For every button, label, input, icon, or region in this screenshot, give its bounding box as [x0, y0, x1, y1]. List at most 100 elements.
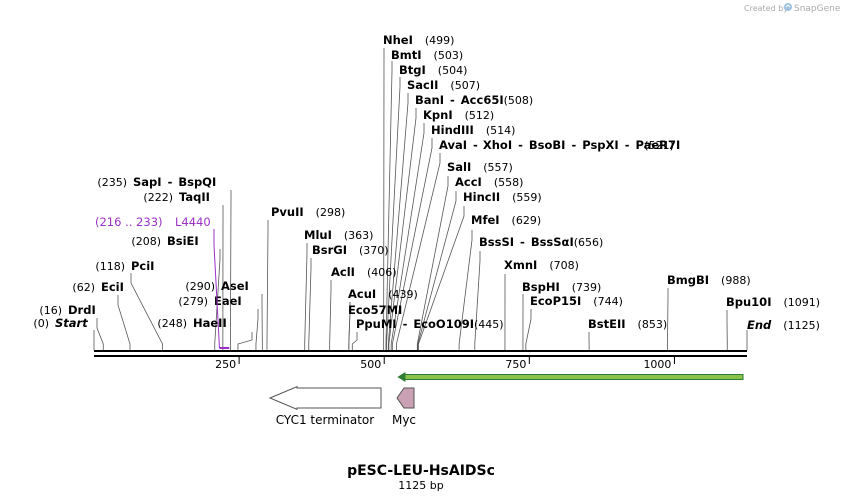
site-name: EaeI [214, 294, 242, 308]
leader-kpni [390, 123, 425, 350]
site-name: KpnI [423, 108, 453, 122]
feature-label: CYC1 terminator [276, 413, 375, 427]
site-bpu10i[interactable]: Bpu10I (1091) [726, 295, 820, 309]
ruler-label: 750 [505, 358, 526, 371]
site-bmti[interactable]: BmtI(503) [391, 48, 463, 62]
site-ecop15i[interactable]: EcoP15I(744) [530, 294, 623, 308]
site-name: BsrGI [312, 243, 347, 257]
site-position: (290) [185, 280, 215, 293]
site-name: AclI [331, 265, 355, 279]
site-position: (739) [572, 281, 602, 294]
site-xmni[interactable]: XmnI(708) [504, 258, 579, 272]
site-position: (521) [644, 139, 674, 152]
primer-l4440[interactable]: (216 .. 233)L4440 [95, 215, 230, 349]
site-name: NheI [383, 33, 413, 47]
site-ppumi-ecoo109i[interactable]: PpuMI-EcoO109I(445) [356, 317, 504, 331]
plasmid-name: pESC-LEU-HsAIDSc [347, 463, 495, 479]
site-name: SapI-BspQI [133, 175, 216, 189]
site-name: PpuMI-EcoO109I [356, 317, 474, 331]
plasmid-length: 1125 bp [398, 479, 443, 492]
leader-sali [416, 176, 449, 350]
orf-body [402, 374, 744, 380]
site-position: (248) [157, 317, 187, 330]
site-sali[interactable]: SalI(557) [447, 160, 513, 174]
site-bsrgi[interactable]: BsrGI (370) [312, 243, 389, 257]
site-drdi[interactable]: (16)DrdI [39, 303, 95, 317]
site-name: BanI-Acc65I [415, 93, 504, 107]
leader-acli [329, 280, 332, 350]
site-bmgbi[interactable]: BmgBI(988) [667, 273, 751, 287]
site-position: (512) [465, 109, 495, 122]
site-acci[interactable]: AccI(558) [455, 175, 523, 189]
site-name: HincII [463, 190, 500, 204]
feature-myc[interactable]: Myc [392, 387, 416, 427]
site-name: Start [55, 316, 88, 330]
site-name: EcoP15I [530, 294, 581, 308]
site-position: (222) [143, 191, 173, 204]
site-position: (1091) [783, 296, 820, 309]
site-name: EciI [101, 280, 124, 294]
site-avai-xhoi-bsobi-pspxi-paer7i[interactable]: AvaI-XhoI-BsoBI-PspXI-PaeR7I(521) [439, 138, 680, 152]
site-mlui[interactable]: MluI(363) [304, 228, 373, 242]
leader-btgi [386, 77, 401, 350]
site-name: BspHI [522, 280, 560, 294]
site-sacii[interactable]: SacII(507) [407, 78, 480, 92]
leader-ecii [117, 295, 131, 350]
site-hincii[interactable]: HincII (559) [463, 190, 542, 204]
site-position: (557) [483, 161, 513, 174]
leader-mfei [458, 230, 473, 350]
site-end[interactable]: End(1125) [747, 318, 820, 332]
brand-name: SnapGene [794, 4, 841, 14]
site-position: (208) [131, 235, 161, 248]
site-mfei[interactable]: MfeI(629) [471, 213, 541, 227]
site-position: (370) [359, 244, 389, 257]
site-name: MluI [304, 228, 332, 242]
site-position: (298) [316, 206, 346, 219]
site-name: Eco57MI [348, 303, 402, 317]
site-name: BstEII [588, 317, 626, 331]
terminator-arrow-icon [268, 385, 382, 411]
leader-sacii [387, 93, 409, 350]
site-bsphi[interactable]: BspHI (739) [522, 280, 601, 294]
site-nhei[interactable]: NheI(499) [383, 33, 454, 47]
backbone [94, 350, 747, 357]
site-name: BssSI-BssSαI [479, 235, 574, 249]
site-bsssi-bsss-i[interactable]: BssSI-BssSαI(656) [479, 235, 603, 249]
leader-lines [93, 48, 748, 350]
site-acui[interactable]: AcuI(439) [348, 287, 418, 301]
site-pcii[interactable]: (118)PciI [95, 259, 154, 273]
credit-prefix: Created by [744, 4, 788, 13]
site-hindiii[interactable]: HindIII(514) [431, 123, 515, 137]
site-start[interactable]: (0) Start [33, 316, 88, 330]
site-position: (504) [438, 64, 468, 77]
site-eco57mi[interactable]: Eco57MI [348, 303, 402, 317]
site-position: (235) [97, 176, 127, 189]
leader-bani-acc65i [388, 108, 417, 350]
site-position: (988) [721, 274, 751, 287]
site-ecii[interactable]: (62)EciI [72, 280, 124, 294]
site-taqii[interactable]: (222) TaqII [143, 190, 210, 204]
feature-orf[interactable] [397, 372, 744, 382]
site-position: (439) [388, 288, 418, 301]
feature-cyc1-terminator[interactable]: CYC1 terminator [268, 385, 382, 427]
site-name: Bpu10I [726, 295, 771, 309]
site-sapi-bspqi[interactable]: (235) SapI-BspQI [97, 175, 216, 189]
site-bsiei[interactable]: (208)BsiEI [131, 234, 198, 248]
site-haeii[interactable]: (248)HaeII [157, 316, 226, 330]
site-pvuii[interactable]: PvuII(298) [271, 205, 345, 219]
site-eaei[interactable]: (279)EaeI [178, 294, 241, 308]
site-asei[interactable]: (290)AseI [185, 279, 248, 293]
site-position: (558) [494, 176, 524, 189]
site-bani-acc65i[interactable]: BanI-Acc65I(508) [415, 93, 533, 107]
site-position: (0) [33, 317, 49, 330]
site-acli[interactable]: AclI(406) [331, 265, 397, 279]
site-name: TaqII [179, 190, 210, 204]
site-position: (507) [450, 79, 480, 92]
site-btgi[interactable]: BtgI(504) [399, 63, 467, 77]
site-bsteii[interactable]: BstEII(853) [588, 317, 667, 331]
site-kpni[interactable]: KpnI (512) [423, 108, 494, 122]
site-position: (559) [512, 191, 542, 204]
leader-pvuii [266, 220, 269, 350]
enzyme-labels: (0)Start(16)DrdI(62)EciI(118)PciI(208)Bs… [33, 33, 820, 332]
